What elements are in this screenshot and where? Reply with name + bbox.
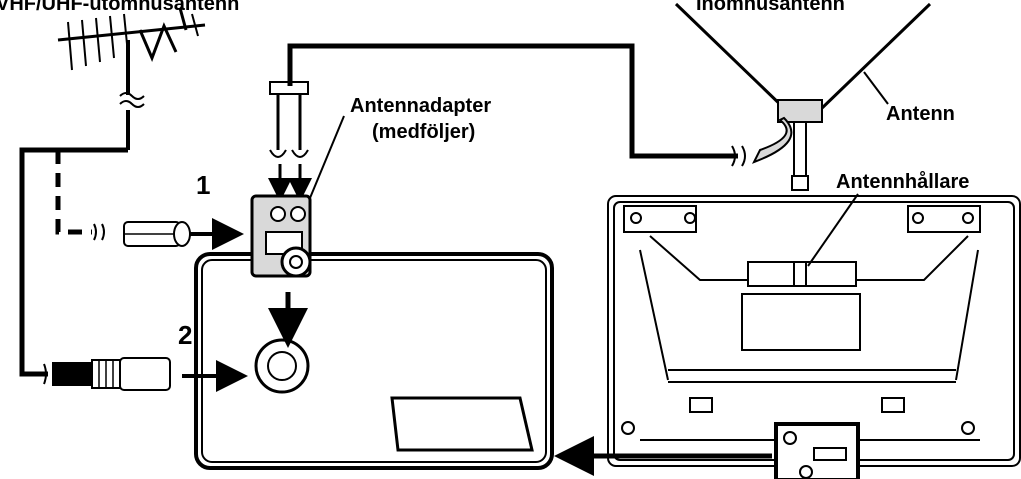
flat-cable-end-icon [123,221,191,247]
adapter-label-leader [309,115,345,199]
flat-cable-lead [55,150,92,235]
antenna-label: Antenn [886,103,955,125]
antenna-adapter-label-line1: Antennadapter [350,95,491,117]
tv-rear-icon [607,195,1021,479]
holder-label-leader [807,193,859,267]
step-1-number: 1 [196,170,210,200]
antenna-adapter-label-line2: (medföljer) [372,121,475,143]
indoor-antenna-cable [287,43,738,159]
step-2-number: 2 [178,320,192,350]
antenna-socket-icon [254,338,310,394]
antenna-adapter-icon [250,81,312,278]
tv-back-panel [194,252,554,470]
indoor-antenna-icon [674,2,932,191]
coax-plug-icon [43,357,171,391]
antenna-holder-label: Antennhållare [836,170,969,193]
indoor-antenna-label: Inomhusantenn [696,0,845,15]
antenna-label-leader [863,71,889,105]
outdoor-cable [19,147,128,377]
outdoor-antenna-label: VHF/UHF-utomhusantenn [0,0,239,15]
outdoor-antenna-icon [57,7,206,150]
